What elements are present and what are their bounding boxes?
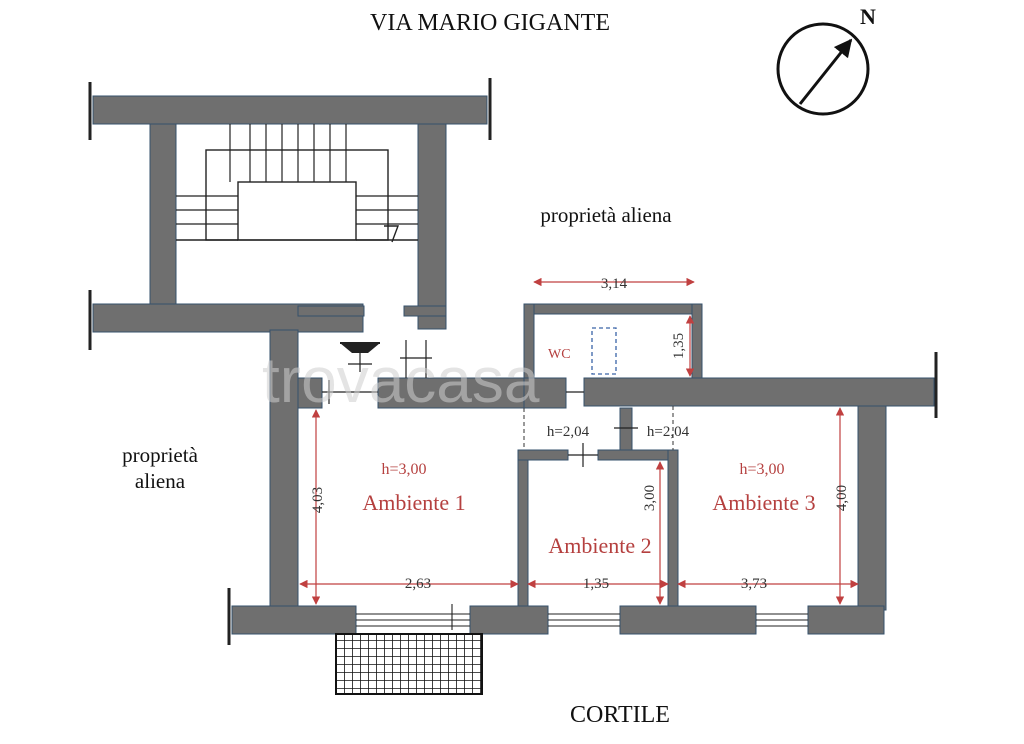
passage-height-right: h=2,04 bbox=[647, 424, 690, 440]
ambiente-3-depth-label: 4,00 bbox=[834, 485, 850, 511]
ambiente-1-height: h=3,00 bbox=[381, 461, 426, 478]
north-arrow-icon bbox=[776, 22, 870, 116]
ambiente-1-width-label: 2,63 bbox=[405, 576, 431, 592]
ambiente-1-depth-label: 4,03 bbox=[310, 487, 326, 513]
watermark-logo: trovacasa bbox=[262, 344, 540, 416]
stairwell bbox=[88, 78, 492, 350]
ambiente-2-width-label: 1,35 bbox=[583, 576, 609, 592]
ambiente-3-walls bbox=[857, 405, 887, 611]
ambiente-2-walls bbox=[517, 406, 679, 611]
ambiente-3-height: h=3,00 bbox=[739, 461, 784, 478]
staircase-icon bbox=[176, 124, 418, 243]
courtyard-label: CORTILE bbox=[570, 702, 670, 728]
ambiente-2-name: Ambiente 2 bbox=[548, 533, 651, 558]
wc-block bbox=[523, 303, 938, 418]
wc-width-label: 3,14 bbox=[601, 276, 628, 292]
neighbor-left-line1: proprietà bbox=[122, 443, 198, 467]
wc-label: WC bbox=[548, 347, 571, 362]
street-label: VIA MARIO GIGANTE bbox=[370, 10, 610, 36]
neighbor-left-line2: aliena bbox=[135, 469, 186, 493]
shower-tray-icon bbox=[591, 327, 617, 375]
bottom-wall bbox=[227, 588, 885, 695]
neighbor-top-label: proprietà aliena bbox=[540, 203, 672, 227]
ambiente-3-name: Ambiente 3 bbox=[712, 490, 815, 515]
wc-depth-label: 1,35 bbox=[671, 333, 687, 359]
ambiente-1-name: Ambiente 1 bbox=[362, 490, 465, 515]
passage-height-left: h=2,04 bbox=[547, 424, 590, 440]
ambiente-3-width-label: 3,73 bbox=[741, 576, 767, 592]
entry-walls bbox=[269, 305, 525, 611]
ambiente-2-depth-label: 3,00 bbox=[642, 485, 658, 511]
balcony-grate bbox=[335, 633, 483, 695]
water-heater-icon bbox=[340, 342, 380, 372]
north-label: N bbox=[860, 4, 876, 29]
dimension-lines bbox=[299, 277, 859, 605]
